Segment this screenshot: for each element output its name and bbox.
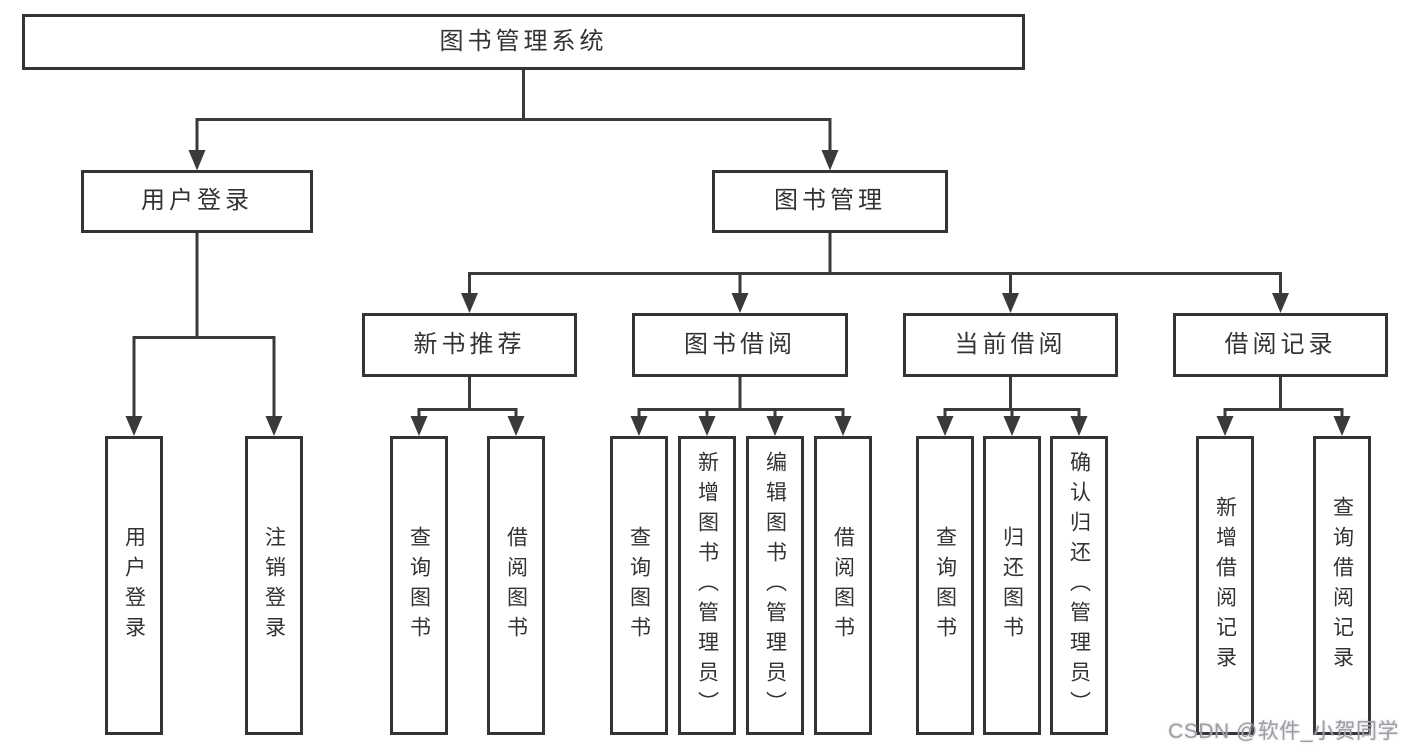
node-leaf-return-books: 归还图书: [983, 436, 1041, 735]
leaf-label: 借阅图书: [504, 525, 528, 646]
node-book-borrowing: 图书借阅: [632, 313, 848, 377]
node-leaf-borrow-books: 借阅图书: [487, 436, 545, 735]
leaf-label: 查询图书: [627, 525, 651, 646]
node-library-system: 图书管理系统: [22, 14, 1025, 70]
node-new-book-recommend: 新书推荐: [362, 313, 577, 377]
node-leaf-edit-books-admin: 编辑图书（管理员）: [746, 436, 804, 735]
leaf-label: 归还图书: [1000, 525, 1024, 646]
node-borrowing-records: 借阅记录: [1173, 313, 1388, 377]
node-leaf-query-books: 查询图书: [610, 436, 668, 735]
leaf-label: 借阅图书: [831, 525, 855, 646]
node-current-borrowing: 当前借阅: [903, 313, 1118, 377]
csdn-watermark: CSDN @软件_小贺同学: [1168, 720, 1399, 743]
node-leaf-query-books: 查询图书: [916, 436, 974, 735]
leaf-label: 编辑图书（管理员）: [763, 450, 787, 721]
leaf-label: 查询借阅记录: [1330, 495, 1354, 676]
node-leaf-query-books: 查询图书: [390, 436, 448, 735]
node-leaf-borrow-books: 借阅图书: [814, 436, 872, 735]
node-leaf-add-books-admin: 新增图书（管理员）: [678, 436, 736, 735]
leaf-label: 查询图书: [407, 525, 431, 646]
node-leaf-add-borrow-record: 新增借阅记录: [1196, 436, 1254, 735]
node-leaf-logout: 注销登录: [245, 436, 303, 735]
leaf-label: 新增借阅记录: [1213, 495, 1237, 676]
node-user-login: 用户登录: [81, 170, 313, 233]
node-leaf-confirm-return-admin: 确认归还（管理员）: [1050, 436, 1108, 735]
leaf-label: 新增图书（管理员）: [695, 450, 719, 721]
node-leaf-query-borrow-record: 查询借阅记录: [1313, 436, 1371, 735]
node-leaf-user-login: 用户登录: [105, 436, 163, 735]
leaf-label: 查询图书: [933, 525, 957, 646]
node-book-management: 图书管理: [712, 170, 948, 233]
leaf-label: 确认归还（管理员）: [1067, 450, 1091, 721]
leaf-label: 用户登录: [122, 525, 146, 646]
leaf-label: 注销登录: [262, 525, 286, 646]
